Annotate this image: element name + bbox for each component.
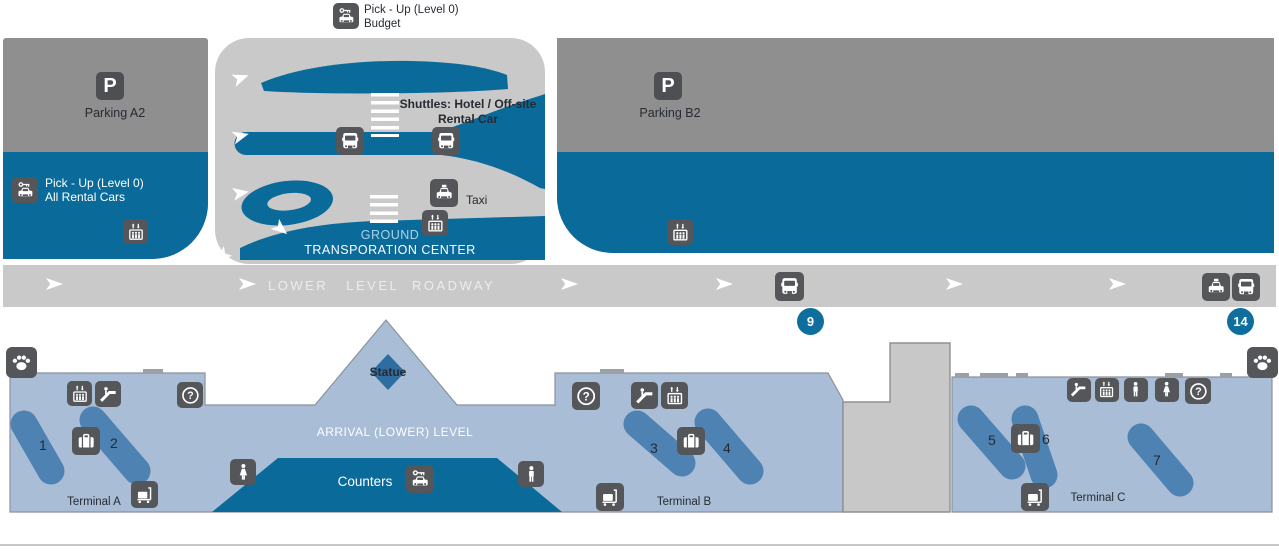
shuttle-bus-icon: [336, 127, 364, 155]
info-icon: [572, 382, 600, 410]
parking-icon: P: [654, 72, 682, 100]
carousel-1-label: 1: [39, 437, 47, 453]
pickup-a-line2: All Rental Cars: [45, 190, 126, 204]
info-icon: [177, 382, 203, 408]
shuttles-label-line1: Shuttles: Hotel / Off-site: [399, 97, 537, 111]
budget-pickup-label-line1: Pick - Up (Level 0): [364, 4, 459, 16]
roadway-label-left: LOWER LEVEL: [268, 278, 400, 293]
parking-a-label: Parking A2: [84, 106, 146, 120]
baggage-claim-icon: [72, 427, 100, 455]
restroom-men-icon: [1124, 378, 1148, 402]
statue-label: Statue: [369, 365, 407, 379]
elevator-icon: [123, 219, 148, 244]
direction-arrow-icon: [715, 277, 735, 291]
rental-car-icon: [12, 177, 38, 203]
elevator-icon: [1095, 378, 1119, 402]
shuttle-road: [234, 94, 545, 189]
counters-area: [212, 458, 562, 512]
carousel-4-label: 4: [723, 440, 731, 456]
luggage-cart-icon: [596, 483, 624, 511]
pet-relief-paw-icon: [6, 347, 37, 378]
info-icon: [1185, 378, 1211, 404]
stop-9-badge: 9: [797, 308, 824, 335]
direction-arrow-icons: [215, 74, 288, 262]
direction-arrow-icon: [238, 277, 258, 291]
pet-relief-paw-icon: [1247, 347, 1278, 378]
restroom-women-icon: [230, 459, 256, 485]
bus-stop-icon: [1232, 273, 1260, 301]
carousel-6-label: 6: [1042, 431, 1050, 447]
crosswalk: [370, 195, 398, 225]
upper-loop-road: [261, 60, 508, 94]
taxi-label: Taxi: [466, 193, 488, 207]
terminal-building: [9, 319, 1273, 513]
escalator-icon: [95, 381, 121, 407]
ground-transportation-block: [215, 38, 545, 264]
restroom-women-icon: [1155, 378, 1179, 402]
terminal-b-label: Terminal B: [656, 496, 712, 508]
luggage-cart-icon: [131, 481, 158, 508]
rental-car-icon: [333, 3, 359, 29]
baggage-claim-icon: [1011, 424, 1040, 453]
carousel-3-label: 3: [650, 440, 658, 456]
stop-14-badge: 14: [1227, 308, 1254, 335]
escalator-icon: [1067, 378, 1091, 402]
gtc-label-line1: GROUND: [360, 228, 420, 242]
escalator-icon: [631, 382, 658, 409]
arrival-level-label: ARRIVAL (LOWER) LEVEL: [316, 425, 474, 439]
parking-b-block: [557, 38, 1274, 253]
carousel-5-label: 5: [988, 432, 996, 448]
small-loop-road: [241, 180, 333, 226]
direction-arrow-icon: [560, 277, 580, 291]
parking-b-label: Parking B2: [639, 106, 701, 120]
taxi-stop-icon: [1202, 273, 1230, 301]
carousel-2-label: 2: [110, 435, 118, 451]
crosswalk: [371, 93, 399, 137]
gtc-road: [240, 216, 545, 260]
restroom-men-icon: [518, 461, 544, 487]
connector-block: [842, 342, 951, 513]
direction-arrow-icon: [1108, 277, 1128, 291]
bottom-divider: [0, 544, 1279, 546]
luggage-cart-icon: [1021, 483, 1049, 511]
roof-doors: [143, 369, 1232, 377]
elevator-icon: [67, 381, 92, 406]
taxi-icon: [430, 179, 458, 207]
budget-pickup-label-line2: Budget: [364, 18, 401, 30]
direction-arrow-icon: [45, 277, 65, 291]
carousel-7-label: 7: [1153, 452, 1161, 468]
direction-arrow-icon: [945, 277, 965, 291]
shuttle-bus-icon: [432, 127, 460, 155]
elevator-icon: [661, 382, 688, 409]
parking-icon: P: [96, 72, 124, 100]
lower-level-roadway: [3, 265, 1276, 307]
shuttles-label-line2: Rental Car: [437, 112, 499, 126]
statue-marker: [371, 354, 405, 390]
rental-pickup-zone-a: [3, 152, 208, 259]
terminal-c-label: Terminal C: [1070, 492, 1126, 504]
terminal-a-label: Terminal A: [67, 496, 121, 508]
rental-pickup-zone-b: [557, 152, 1274, 253]
bus-stop-icon: [775, 272, 804, 301]
elevator-icon: [422, 210, 448, 236]
gtc-label-line2: TRANSPORATION CENTER: [304, 243, 476, 257]
roadway-label-right: ROADWAY: [412, 278, 496, 293]
pickup-a-line1: Pick - Up (Level 0): [45, 176, 144, 190]
rental-car-icon: [406, 465, 434, 493]
elevator-icon: [667, 219, 693, 245]
baggage-claim-icon: [677, 427, 705, 455]
counters-label: Counters: [337, 474, 393, 489]
